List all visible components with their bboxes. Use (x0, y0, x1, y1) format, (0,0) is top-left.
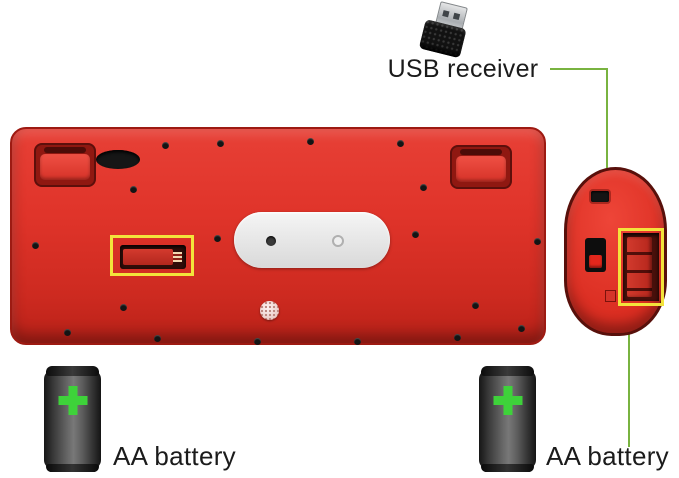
screw-dot (120, 304, 127, 311)
battery-cover-latch (605, 290, 616, 302)
battery-cover-marking (173, 252, 182, 262)
screw-dot (254, 338, 261, 345)
keyboard-connect-button (260, 301, 279, 320)
mouse-image (564, 167, 667, 336)
usb-connector-hole (452, 12, 461, 21)
foot-slot (460, 149, 502, 155)
mount-hole (332, 235, 344, 247)
screw-dot (214, 235, 221, 242)
battery-bottom-cap (46, 464, 99, 472)
battery-plus-icon (479, 366, 536, 472)
screw-dot (130, 186, 137, 193)
screw-dot (534, 238, 541, 245)
screw-dot (472, 302, 479, 309)
keyboard-battery-cover (123, 249, 173, 265)
aa-battery-right-icon (479, 366, 536, 472)
foot-flap (40, 154, 90, 180)
keyboard-battery-compartment (120, 245, 186, 269)
foot-flap (456, 156, 506, 182)
mouse-sensor (591, 191, 609, 202)
mouse-power-switch (585, 238, 606, 272)
aa-battery-right-label: AA battery (546, 441, 669, 471)
battery-bottom-cap (481, 464, 534, 472)
annotation-line-usb-horizontal (550, 68, 608, 70)
screw-dot (354, 338, 361, 345)
battery-top-cap (481, 366, 534, 376)
mouse-battery-cover (627, 237, 652, 297)
annotation-line-usb-vertical (606, 68, 608, 168)
usb-connector-hole (442, 10, 450, 18)
screw-dot (162, 142, 169, 149)
screw-dot (518, 325, 525, 332)
mouse-battery-compartment (623, 233, 659, 301)
annotation-line-mouse-battery (628, 305, 630, 447)
screw-dot (64, 329, 71, 336)
rubber-pad (96, 150, 140, 169)
aa-battery-left-icon (44, 366, 101, 472)
screw-dot (307, 138, 314, 145)
keyboard-foot-left (34, 143, 96, 187)
screw-dot (217, 140, 224, 147)
screw-dot (32, 242, 39, 249)
keyboard-image (10, 127, 546, 345)
mouse-battery-highlight-box (618, 228, 664, 306)
keyboard-label-plate (234, 212, 390, 268)
screw-dot (412, 231, 419, 238)
screw-dot (397, 140, 404, 147)
screw-dot (454, 334, 461, 341)
battery-top-cap (46, 366, 99, 376)
screw-dot (154, 335, 161, 342)
mount-hole (266, 236, 276, 246)
aa-battery-left-label: AA battery (113, 441, 236, 471)
keyboard-foot-right (450, 145, 512, 189)
screw-dot (420, 184, 427, 191)
power-switch-slider (589, 255, 602, 268)
usb-receiver-label: USB receiver (387, 55, 539, 83)
battery-plus-icon (44, 366, 101, 472)
keyboard-battery-highlight-box (110, 235, 194, 276)
foot-slot (44, 147, 86, 153)
